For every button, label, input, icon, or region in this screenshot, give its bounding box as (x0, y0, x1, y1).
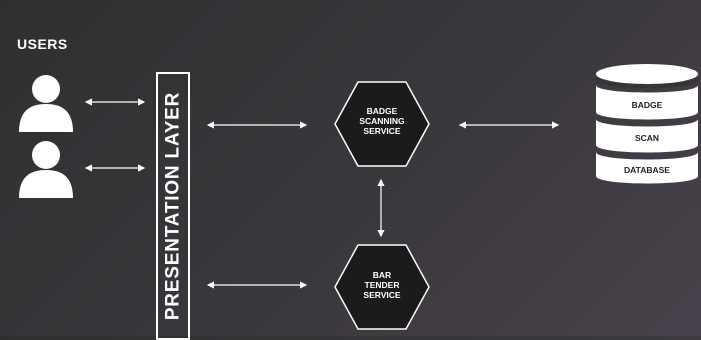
presentation-layer-box: PRESENTATION LAYER (156, 72, 190, 340)
database-section-label: DATABASE (624, 165, 670, 175)
user-icon (19, 75, 73, 132)
bar-tender-service-line: TENDER (364, 280, 400, 290)
badge-scanning-service-line: SCANNING (359, 116, 405, 126)
users-label: USERS (17, 36, 68, 52)
bar-tender-service-line: BAR (372, 270, 392, 280)
badge-scanning-service-hexagon (334, 81, 430, 167)
database-section-label: SCAN (634, 133, 660, 143)
badge-scanning-service-line: SERVICE (363, 126, 401, 136)
user-icon (19, 141, 73, 198)
presentation-layer-label: PRESENTATION LAYER (162, 91, 184, 321)
bar-tender-service-label: BAR TENDER SERVICE (347, 270, 417, 300)
database-cylinder-icon (594, 64, 700, 184)
bar-tender-service-hexagon (334, 244, 430, 330)
badge-scanning-service-line: BADGE (366, 106, 398, 116)
database-section-label: BADGE (631, 100, 663, 110)
bar-tender-service-line: SERVICE (363, 290, 401, 300)
badge-scanning-service-label: BADGE SCANNING SERVICE (347, 106, 417, 136)
